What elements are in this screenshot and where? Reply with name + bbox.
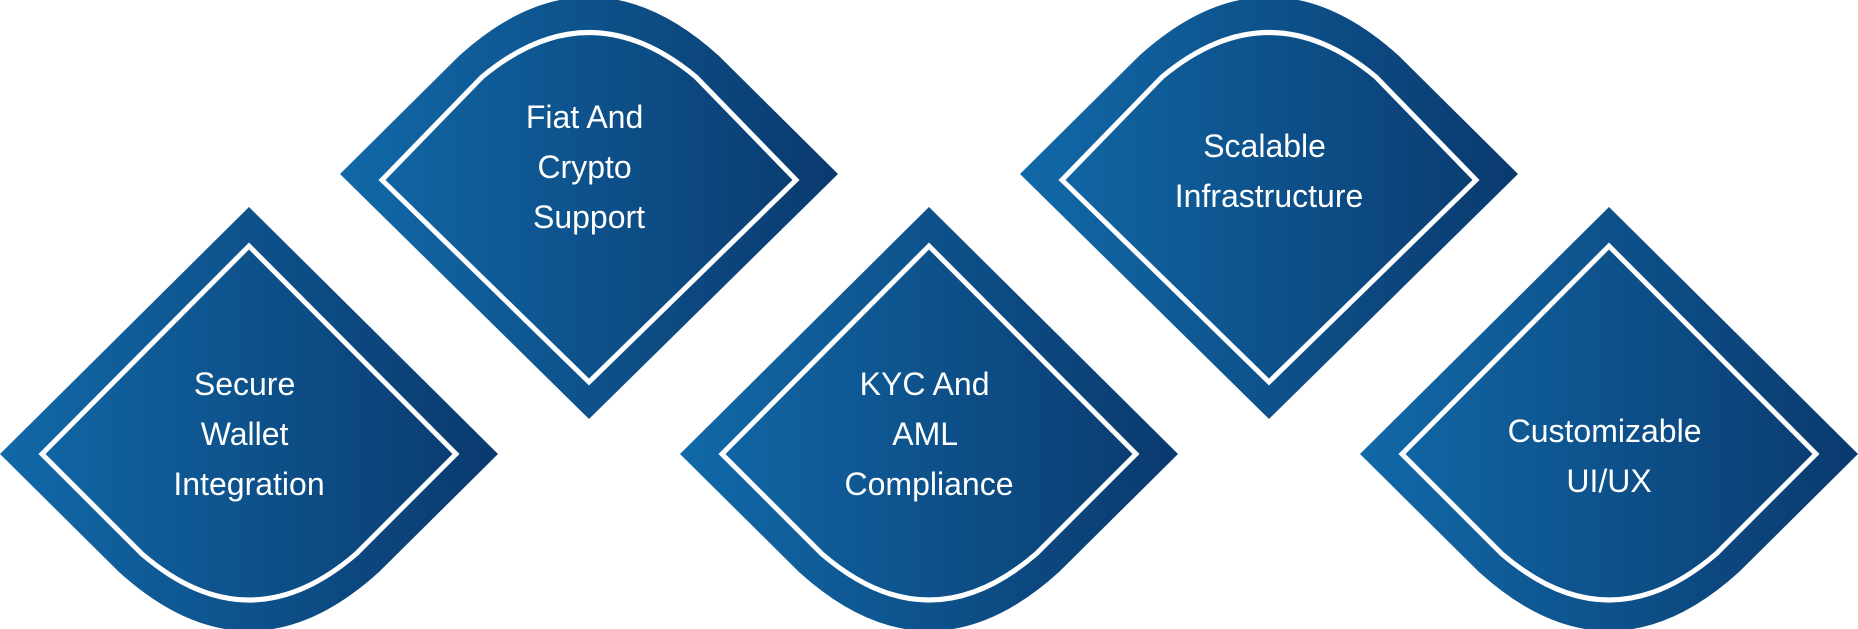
feature-label-line: Infrastructure xyxy=(1175,178,1364,214)
shape-outer xyxy=(1360,207,1858,629)
feature-shape-secure-wallet-integration: Secure Wallet Integration xyxy=(0,207,498,629)
shape-border xyxy=(38,242,460,603)
feature-shape-customizable-ui-ux: Customizable UI/UX xyxy=(1360,207,1858,629)
feature-shape-kyc-and-aml-compliance: KYC And AML Compliance xyxy=(680,207,1178,629)
feature-label-line: Secure xyxy=(194,366,295,402)
feature-label-line: Crypto xyxy=(537,149,631,185)
feature-label-line: Integration xyxy=(173,466,324,502)
feature-label-1: Secure Wallet Integration xyxy=(173,366,324,502)
shape-outer xyxy=(0,207,498,629)
feature-shape-scalable-infrastructure: Scalable Infrastructure xyxy=(1020,0,1518,419)
feature-label-line: Scalable xyxy=(1203,128,1326,164)
shape-border xyxy=(378,30,800,386)
shape-border xyxy=(1398,242,1820,603)
feature-label-line: Fiat And xyxy=(526,99,643,135)
feature-label-line: UI/UX xyxy=(1566,463,1651,499)
feature-label-line: Wallet xyxy=(201,416,289,452)
shape-border xyxy=(1058,30,1480,386)
shape-outer xyxy=(680,207,1178,629)
shape-border xyxy=(718,242,1140,603)
feature-label-line: Compliance xyxy=(845,466,1014,502)
feature-label-2: Fiat And Crypto Support xyxy=(526,99,652,235)
feature-label-4: Scalable Infrastructure xyxy=(1175,128,1364,214)
shape-outer xyxy=(1020,0,1518,419)
feature-label-line: AML xyxy=(892,416,957,452)
feature-label-3: KYC And AML Compliance xyxy=(845,366,1014,502)
feature-label-line: Support xyxy=(533,199,645,235)
shape-outer xyxy=(340,0,838,419)
feature-label-5: Customizable UI/UX xyxy=(1508,413,1711,499)
feature-shape-fiat-and-crypto-support: Fiat And Crypto Support xyxy=(340,0,838,419)
feature-label-line: Customizable xyxy=(1508,413,1702,449)
feature-label-line: KYC And xyxy=(860,366,990,402)
